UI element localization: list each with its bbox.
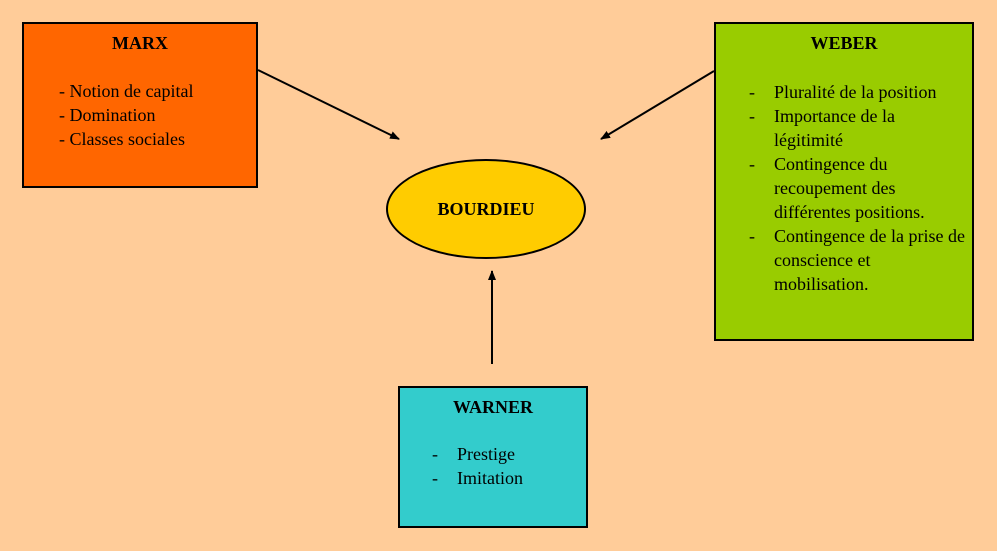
marx-list: - Notion de capital - Domination - Class… <box>24 79 256 151</box>
warner-item: Imitation <box>432 466 586 490</box>
weber-item: Contingence de la prise de conscience et… <box>749 224 972 296</box>
marx-item: - Classes sociales <box>59 129 185 149</box>
warner-list: Prestige Imitation <box>400 442 586 490</box>
weber-box: WEBER Pluralité de la position Importanc… <box>714 22 974 341</box>
marx-title: MARX <box>112 33 168 53</box>
warner-title: WARNER <box>452 397 533 417</box>
warner-item: Prestige <box>432 442 586 466</box>
marx-item: - Domination <box>59 105 156 125</box>
arrow-marx-to-bourdieu <box>257 69 400 140</box>
bourdieu-label: BOURDIEU <box>437 198 535 219</box>
weber-item: Pluralité de la position <box>749 80 972 104</box>
marx-item: - Notion de capital <box>59 81 194 101</box>
marx-box: MARX - Notion de capital - Domination - … <box>22 22 258 188</box>
weber-title: WEBER <box>810 33 878 53</box>
weber-list: Pluralité de la position Importance de l… <box>716 80 972 296</box>
bourdieu-ellipse: BOURDIEU <box>386 159 586 259</box>
weber-item: Contingence du recoupement des différent… <box>749 152 972 224</box>
arrow-weber-to-bourdieu <box>600 70 715 140</box>
weber-item: Importance de la légitimité <box>749 104 972 152</box>
warner-box: WARNER Prestige Imitation <box>398 386 588 528</box>
